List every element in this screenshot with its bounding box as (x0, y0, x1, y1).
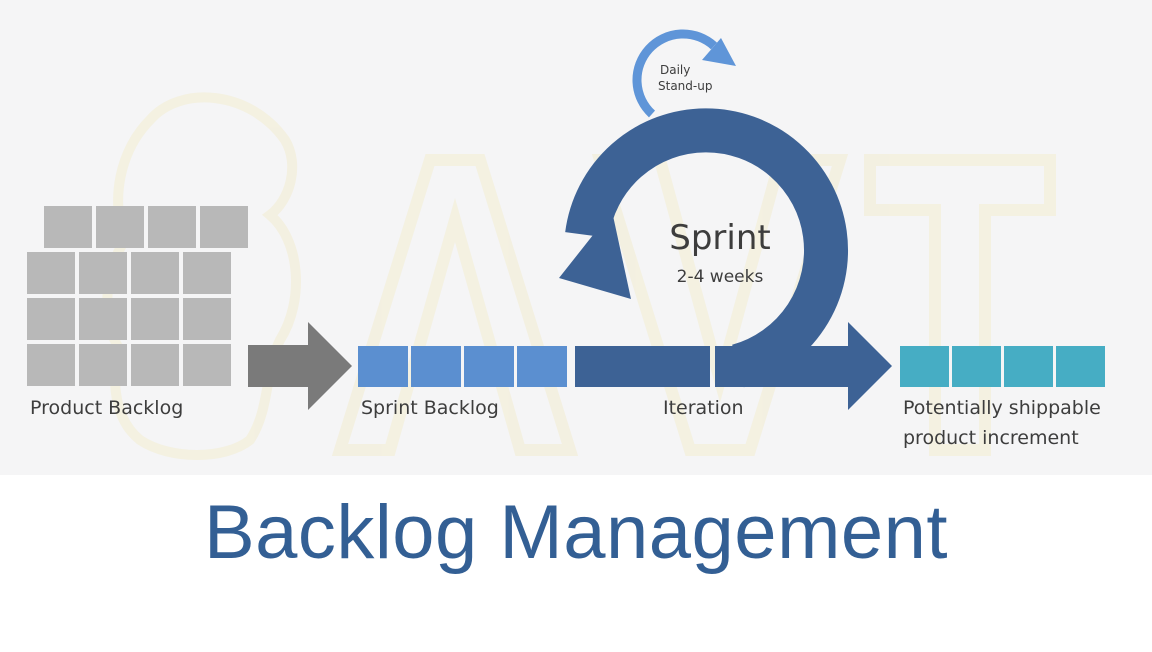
standup-label-line1: Daily (660, 63, 690, 77)
sprint-backlog-blocks (358, 346, 567, 387)
page-title: Backlog Management (203, 490, 949, 575)
daily-standup-loop (632, 29, 736, 118)
standup-label-line2: Stand-up (658, 79, 712, 93)
increment-label-line1: Potentially shippable (903, 397, 1101, 419)
scrum-diagram-svg: Daily Stand-up Sprint 2-4 weeks Product … (27, 29, 1105, 460)
iteration-bar (575, 346, 710, 387)
iteration-label: Iteration (663, 397, 744, 419)
product-backlog-blocks (27, 206, 248, 386)
scrum-diagram: Daily Stand-up Sprint 2-4 weeks Product … (27, 29, 1105, 460)
sprint-title: Sprint (669, 218, 770, 258)
iteration-arrow (715, 322, 892, 410)
sprint-backlog-label: Sprint Backlog (361, 397, 499, 419)
product-backlog-label: Product Backlog (30, 397, 183, 419)
sprint-duration: 2-4 weeks (677, 267, 764, 287)
increment-label-line2: product increment (903, 427, 1079, 449)
increment-blocks (900, 346, 1105, 387)
sprint-loop-arrow (559, 108, 848, 388)
backlog-to-sprint-arrow (248, 322, 352, 410)
